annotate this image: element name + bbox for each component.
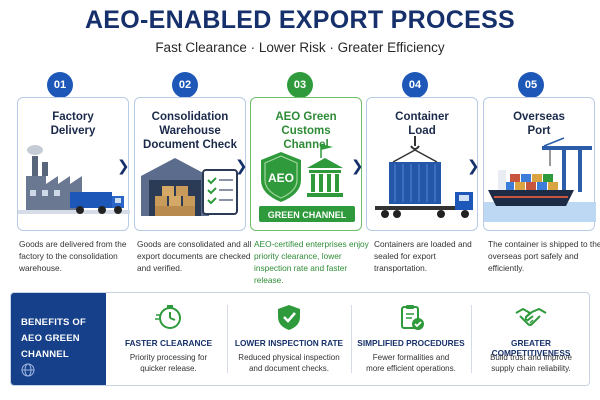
step-title: AEO Green Customs Channel [275, 111, 337, 151]
benefits-panel: BENEFITS OF AEO GREEN CHANNEL FASTER CLE… [10, 292, 590, 386]
benefit-description: Reduced physical inspection and document… [238, 353, 340, 373]
container-truck-icon [375, 136, 473, 218]
step-title: Overseas Port [513, 111, 565, 137]
step-number-3: 03 [287, 72, 313, 98]
benefit-faster-clearance: FASTER CLEARANCE Priority processing for… [111, 293, 226, 385]
step-card-green-channel: AEO Green Customs Channel AEO GREEN CHAN… [250, 97, 362, 231]
step-number-1: 01 [47, 72, 73, 98]
step-card-container-load: Container Load [366, 97, 478, 231]
divider [351, 305, 352, 373]
step-number-4: 04 [402, 72, 428, 98]
benefits-heading-box: BENEFITS OF AEO GREEN CHANNEL [11, 293, 106, 385]
flow-arrow: ❯ [235, 158, 248, 175]
page-subtitle: Fast Clearance · Lower Risk · Greater Ef… [155, 40, 445, 55]
flow-arrow: ❯ [117, 158, 130, 175]
benefit-description: Priority processing for quicker release. [129, 353, 208, 373]
ship-port-icon [484, 137, 596, 222]
step-card-overseas-port: Overseas Port [483, 97, 596, 231]
step-description-4: Containers are loaded and sealed for exp… [374, 239, 472, 273]
aeo-shield-customs-icon: AEO GREEN CHANNEL [259, 144, 355, 222]
flow-arrow: ❯ [351, 158, 364, 175]
shield-label: AEO [268, 171, 294, 185]
step-description-3: AEO-certified enterprises enjoy priority… [254, 239, 369, 285]
step-card-document-check: Consolidation Warehouse Document Check [134, 97, 246, 231]
step-title: Factory Delivery [50, 111, 96, 137]
step-number-5: 05 [518, 72, 544, 98]
shield-check-icon [278, 305, 300, 330]
page-title: AEO-ENABLED EXPORT PROCESS [84, 6, 516, 34]
clipboard-check-icon [401, 305, 424, 330]
benefits-heading: BENEFITS OF AEO GREEN CHANNEL [21, 317, 87, 360]
step-description-1: Goods are delivered from the factory to … [19, 239, 127, 273]
divider [227, 305, 228, 373]
benefit-title: SIMPLIFIED PROCEDURES [357, 338, 465, 348]
globe-icon [21, 363, 35, 377]
benefit-description: Build trust and improve supply chain rel… [490, 353, 572, 373]
benefit-title: LOWER INSPECTION RATE [234, 338, 344, 348]
step-number-2: 02 [172, 72, 198, 98]
step-card-factory-delivery: Factory Delivery [17, 97, 130, 231]
step-description-5: The container is shipped to the overseas… [488, 239, 600, 273]
step-title: Consolidation Warehouse Document Check [143, 111, 237, 151]
stopwatch-icon [154, 305, 181, 329]
handshake-icon [515, 307, 547, 326]
benefit-description: Fewer formalities and more efficient ope… [366, 353, 456, 373]
factory-truck-icon [18, 145, 130, 214]
warehouse-document-icon [141, 158, 238, 216]
green-channel-banner: GREEN CHANNEL [268, 210, 347, 220]
benefit-title: FASTER CLEARANCE [124, 338, 213, 348]
benefit-lower-inspection: LOWER INSPECTION RATE Reduced physical i… [229, 293, 349, 385]
benefit-simplified-procedures: SIMPLIFIED PROCEDURES Fewer formalities … [353, 293, 469, 385]
step-title: Container Load [395, 111, 449, 137]
flow-arrow: ❯ [467, 158, 480, 175]
benefit-greater-competitiveness: GREATER COMPETITIVENESS Build trust and … [473, 293, 589, 385]
benefit-title: GREATER COMPETITIVENESS [491, 338, 571, 358]
step-description-2: Goods are consolidated and all export do… [137, 239, 252, 273]
divider [471, 305, 472, 373]
